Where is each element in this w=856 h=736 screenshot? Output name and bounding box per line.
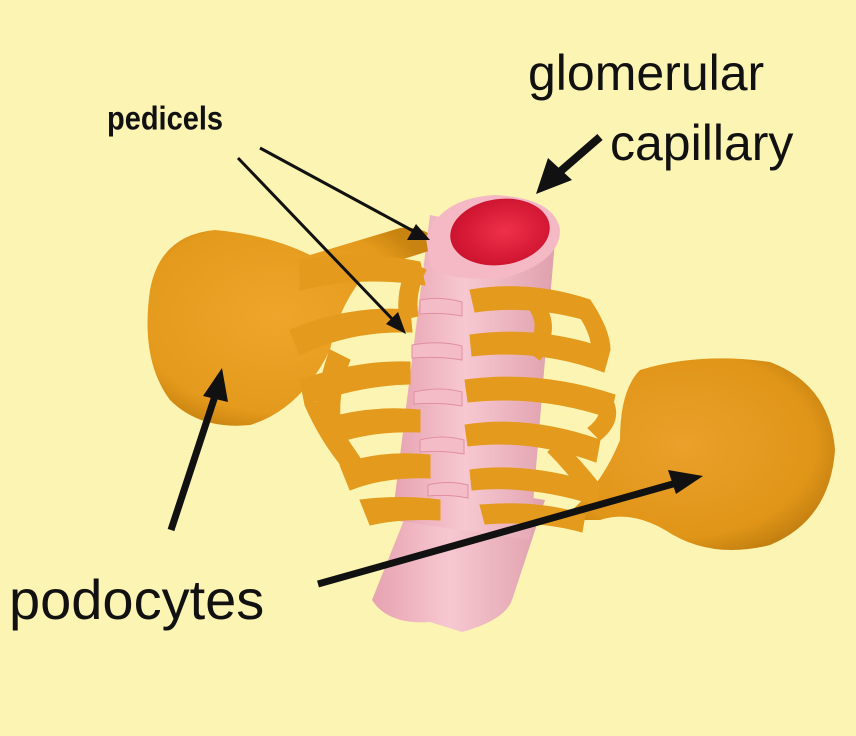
label-capillary: capillary <box>610 118 793 168</box>
label-podocytes: podocytes <box>9 572 264 628</box>
label-pedicels: pedicels <box>107 103 223 136</box>
label-glomerular: glomerular <box>528 48 764 98</box>
